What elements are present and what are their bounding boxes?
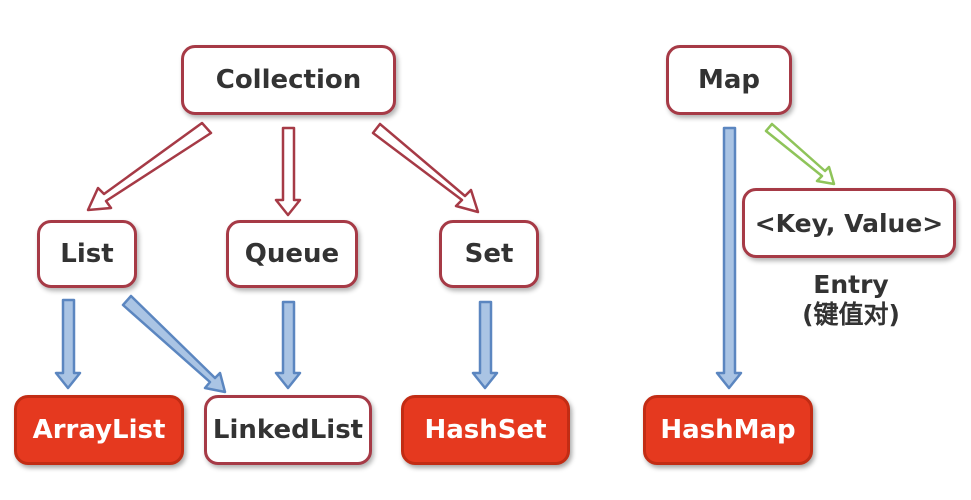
arrow-collection-to-set bbox=[371, 122, 480, 214]
entry-subtitle: (键值对) bbox=[802, 300, 900, 329]
set-node: Set bbox=[439, 220, 539, 288]
arraylist-node: ArrayList bbox=[14, 395, 184, 465]
queue-node: Queue bbox=[226, 220, 358, 288]
entry-title: Entry bbox=[813, 270, 889, 299]
arrow-map-to-entry bbox=[764, 122, 836, 186]
arrow-map-to-hashmap bbox=[715, 126, 743, 390]
arrow-collection-to-queue bbox=[274, 126, 302, 217]
list-node: List bbox=[37, 220, 137, 288]
entry-label: Entry (键值对) bbox=[776, 270, 926, 330]
arrow-queue-to-linkedlist bbox=[274, 300, 302, 390]
hashset-node: HashSet bbox=[401, 395, 570, 465]
map-node: Map bbox=[666, 45, 792, 115]
arrow-set-to-hashset bbox=[471, 300, 499, 390]
linkedlist-node: LinkedList bbox=[204, 395, 372, 465]
arrow-list-to-arraylist bbox=[54, 298, 82, 390]
hashmap-node: HashMap bbox=[643, 395, 813, 465]
key-value-node: <Key, Value> bbox=[742, 188, 956, 258]
arrow-list-to-linkedlist bbox=[121, 294, 227, 394]
arrow-collection-to-list bbox=[86, 121, 213, 212]
collection-node: Collection bbox=[181, 45, 396, 115]
